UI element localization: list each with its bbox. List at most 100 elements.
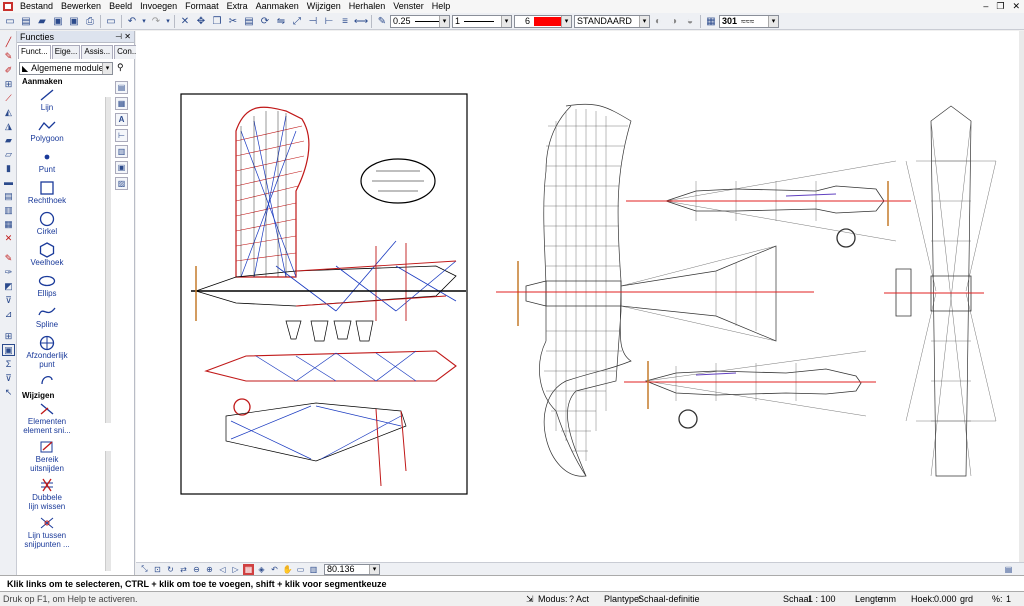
status-angle-value[interactable]: 0.000 (934, 594, 957, 604)
tool-punt[interactable]: Punt (17, 149, 77, 174)
search-icon[interactable]: ⚲ (117, 62, 124, 72)
pan-icon[interactable]: ⇄ (180, 564, 187, 574)
tool-dubbele-lijn-wissen[interactable]: Dubbele lijn wissen (17, 477, 77, 511)
zoom-window-icon[interactable]: ⊡ (154, 564, 161, 574)
menu-wijzigen[interactable]: Wijzigen (306, 1, 341, 11)
drawing-canvas[interactable] (136, 31, 1024, 562)
mirror-icon[interactable]: ⇋ (276, 15, 286, 27)
tool-cirkel[interactable]: Cirkel (17, 211, 77, 236)
open-folder-icon[interactable]: ▰ (38, 15, 46, 27)
draw-line-icon[interactable]: ╱ (5, 36, 12, 47)
tab-functies[interactable]: Funct... (18, 45, 51, 59)
menu-bewerken[interactable]: Bewerken (61, 1, 102, 11)
dimension-tool-icon[interactable]: ⊢ (115, 129, 128, 142)
grid-icon[interactable]: ⊞ (4, 330, 13, 341)
menu-formaat[interactable]: Formaat (185, 1, 219, 11)
previous-view-icon[interactable]: ◁ (219, 564, 226, 574)
measure-icon[interactable]: ⟷ (353, 15, 369, 27)
active-view-icon[interactable]: ▦ (243, 563, 254, 575)
menu-venster[interactable]: Venster (393, 1, 424, 11)
undo-view-icon[interactable]: ↶ (271, 564, 278, 574)
table-icon[interactable]: ▥ (115, 145, 128, 158)
pen-thickness-select[interactable]: 0.25 ▾ (390, 14, 450, 28)
layer-visible-icon[interactable]: ◐ (654, 15, 662, 27)
fill-icon[interactable]: ◩ (4, 280, 13, 291)
wall-icon[interactable]: ◭ (5, 106, 12, 117)
tool-spline[interactable]: Spline (17, 304, 77, 329)
sum-icon[interactable]: Σ (5, 359, 12, 369)
curve-icon[interactable]: ⟋ (5, 92, 12, 103)
image-tool-icon[interactable]: ▣ (2, 344, 15, 356)
menu-herhalen[interactable]: Herhalen (348, 1, 386, 11)
open-file-icon[interactable]: ▤ (21, 15, 31, 27)
redo-icon[interactable]: ↷ (151, 15, 161, 27)
layer-select[interactable]: STANDAARD ▾ (574, 14, 650, 28)
menu-beeld[interactable]: Beeld (109, 1, 133, 11)
brush-icon[interactable]: ✑ (4, 266, 13, 277)
window-icon[interactable]: ▭ (106, 15, 116, 27)
menu-help[interactable]: Help (431, 1, 451, 11)
tool-veelhoek[interactable]: Veelhoek (17, 242, 77, 267)
hatch-icon[interactable]: ▦ (706, 15, 716, 27)
cut-icon[interactable]: ✂ (228, 15, 238, 27)
roof-icon[interactable]: ◮ (5, 120, 12, 131)
hatch-select[interactable]: 301 ≈≈≈ ▾ (719, 14, 779, 28)
dimension-icon[interactable]: ⊞ (4, 78, 13, 89)
beam-icon[interactable]: ▬ (4, 177, 13, 187)
door-tool-icon[interactable]: ▥ (4, 204, 13, 215)
status-scale-value[interactable]: 1 : 100 (808, 594, 836, 604)
menu-invoegen[interactable]: Invoegen (140, 1, 178, 11)
pencil-icon[interactable]: ✎ (4, 252, 13, 263)
minimize-icon[interactable]: – (983, 1, 989, 11)
stair-icon[interactable]: ▱ (5, 148, 12, 159)
panel-pin-close-icons[interactable]: ⊣ ✕ (115, 32, 131, 41)
app-icon[interactable] (2, 1, 14, 12)
restore-icon[interactable]: ❐ (996, 1, 1005, 11)
tool-more[interactable] (17, 371, 77, 387)
status-percent-value[interactable]: 1 (1006, 594, 1012, 604)
fit-view-icon[interactable]: ⤡ (141, 564, 148, 573)
menu-aanmaken[interactable]: Aanmaken (255, 1, 299, 11)
tool-afzonderlijk-punt[interactable]: Afzonderlijk punt (17, 335, 77, 369)
cursor-icon[interactable]: ↖ (4, 386, 13, 397)
draw-pen-icon[interactable]: ✎ (4, 50, 13, 61)
view-3d-icon[interactable]: ◈ (258, 564, 265, 574)
tool-rechthoek[interactable]: Rechthoek (17, 180, 77, 205)
menu-extra[interactable]: Extra (226, 1, 248, 11)
tool-lijn[interactable]: Lijn (17, 87, 77, 112)
tool-lijn-tussen-snijpunten[interactable]: Lijn tussen snijpunten ... (17, 515, 77, 549)
close-icon[interactable]: ✕ (1012, 1, 1020, 11)
zoom-value-select[interactable]: 80.136 ▾ (324, 563, 380, 575)
layer-lock-icon[interactable]: ◑ (670, 15, 678, 27)
window-view-icon[interactable]: ▭ (296, 564, 305, 574)
layout-icon[interactable]: ▥ (309, 564, 318, 574)
undo-dropdown-icon[interactable]: ▾ (142, 18, 146, 25)
stretch-icon[interactable]: ⤢ (293, 15, 301, 27)
module-select[interactable]: ◣ Algemene modules ▾ (19, 61, 113, 75)
color-select[interactable]: 6 ▾ (514, 14, 572, 28)
save-icon[interactable]: ▣ (53, 15, 63, 27)
funnel-icon[interactable]: ⊽ (5, 372, 12, 383)
save-all-icon[interactable]: ▣ (69, 15, 79, 27)
tool-polygoon[interactable]: Polygoon (17, 118, 77, 143)
zoom-in-icon[interactable]: ⊕ (206, 564, 213, 574)
window-tool-icon[interactable]: ▤ (4, 190, 13, 201)
slab-icon[interactable]: ▰ (5, 134, 12, 145)
room-icon[interactable]: ▦ (4, 218, 13, 229)
paste-icon[interactable]: ▤ (244, 15, 254, 27)
tool-bereik-uitsnijden[interactable]: Bereik uitsnijden (17, 439, 77, 473)
next-view-icon[interactable]: ▷ (232, 564, 239, 574)
rotate-icon[interactable]: ⟳ (260, 15, 270, 27)
print-icon[interactable]: ⎙ (86, 15, 94, 27)
move-icon[interactable]: ✥ (196, 15, 206, 27)
redraw-icon[interactable]: ↻ (167, 564, 174, 574)
layers-icon[interactable]: ▦ (115, 97, 128, 110)
tab-assistent[interactable]: Assis... (81, 45, 114, 59)
status-length-value[interactable]: mm (881, 594, 896, 604)
column-icon[interactable]: ▮ (6, 162, 11, 173)
tool-elementen-snijden[interactable]: Elementen element sni... (17, 401, 77, 435)
delete-icon[interactable]: ✕ (180, 15, 190, 27)
hand-icon[interactable]: ✋ (282, 564, 293, 574)
undo-icon[interactable]: ↶ (127, 15, 137, 27)
text-icon[interactable]: A (115, 113, 128, 126)
